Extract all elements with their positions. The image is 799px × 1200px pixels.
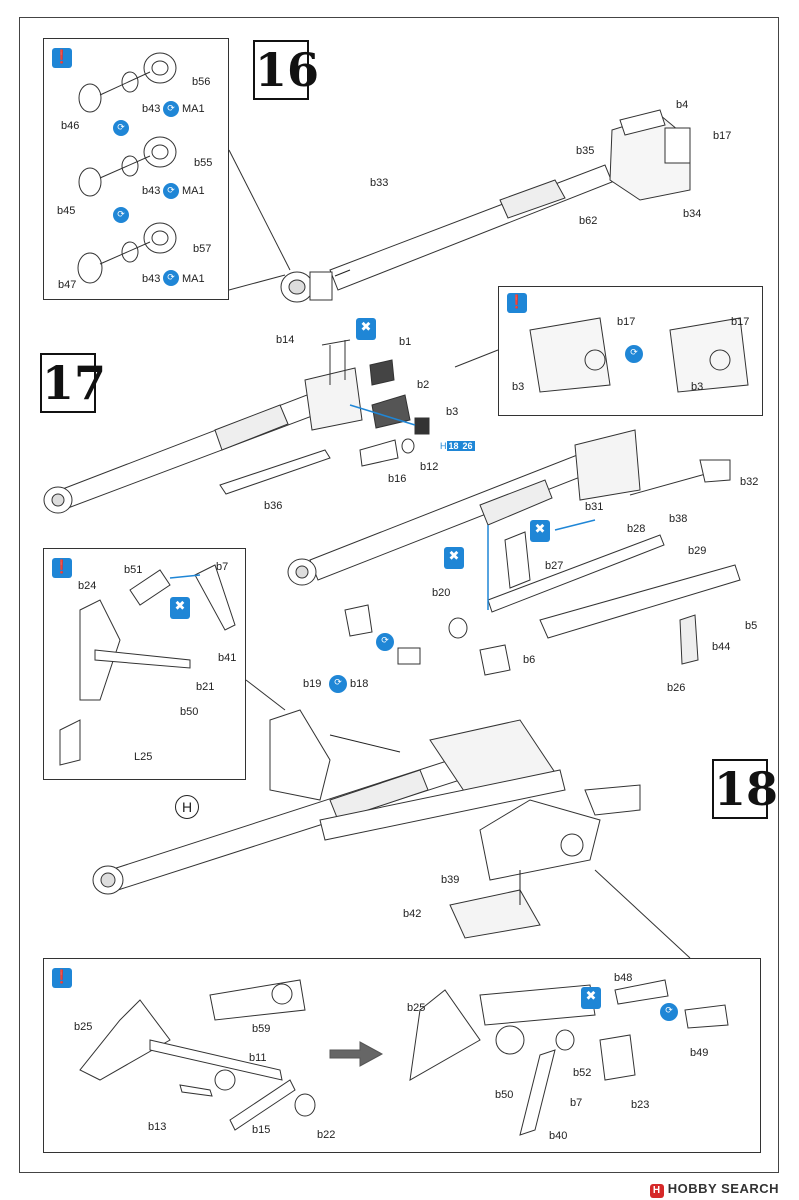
part-label-b2: b2 [417, 379, 430, 391]
part-label-b47: b47 [58, 279, 77, 291]
rotate-icon: ⟳ [113, 120, 129, 136]
watermark-text: HOBBY SEARCH [667, 1181, 779, 1196]
part-label-b21: b21 [196, 681, 215, 693]
page-border [19, 17, 779, 1173]
part-label-b3: b3 [512, 381, 525, 393]
rotate-icon: ⟳ [113, 207, 129, 223]
no-cement-icon: ✖ [581, 987, 601, 1009]
part-label-b14: b14 [276, 334, 295, 346]
part-label-b11: b11 [249, 1052, 267, 1064]
rotate-icon: ⟳ [329, 675, 347, 693]
part-label-b57: b57 [193, 243, 212, 255]
part-label-b3: b3 [446, 406, 459, 418]
part-label-b17: b17 [713, 130, 732, 142]
no-cement-icon: ✖ [530, 520, 550, 542]
rotate-icon: ⟳ [163, 101, 179, 117]
part-label-b32: b32 [740, 476, 759, 488]
part-label-b46: b46 [61, 120, 80, 132]
watermark-logo: H [649, 1184, 664, 1198]
part-label-b7: b7 [216, 561, 229, 573]
part-label-ma1: MA1 [182, 103, 205, 115]
rotate-icon: ⟳ [163, 183, 179, 199]
part-label-b49: b49 [690, 1047, 709, 1059]
part-label-b45: b45 [57, 205, 76, 217]
part-label-b12: b12 [420, 461, 439, 473]
h-mark-circle: H [175, 795, 199, 819]
part-label-b3: b3 [691, 381, 704, 393]
part-label-b28: b28 [627, 523, 646, 535]
part-label-b43: b43 [142, 273, 161, 285]
part-label-b33: b33 [370, 177, 389, 189]
rotate-icon: ⟳ [660, 1003, 678, 1021]
part-label-b19: b19 [303, 678, 322, 690]
cement-icon: ❗ [52, 48, 72, 68]
part-label-b27: b27 [545, 560, 564, 572]
part-label-b52: b52 [573, 1067, 592, 1079]
part-label-b50: b50 [495, 1089, 514, 1101]
part-label-b6: b6 [523, 654, 536, 666]
rotate-icon: ⟳ [376, 633, 394, 651]
part-label-b48: b48 [614, 972, 633, 984]
part-label-b55: b55 [194, 157, 213, 169]
part-label-b15: b15 [252, 1124, 271, 1136]
part-label-b23: b23 [631, 1099, 650, 1111]
no-cement-icon: ✖ [170, 597, 190, 619]
detail-panel-step16 [43, 38, 229, 300]
part-label-ma1: MA1 [182, 273, 205, 285]
ref-18: 18 [446, 441, 461, 451]
part-label-b50: b50 [180, 706, 199, 718]
part-label-b34: b34 [683, 208, 702, 220]
part-label-b62: b62 [579, 215, 598, 227]
part-label-b13: b13 [148, 1121, 167, 1133]
view-rotate-icon: ⟳ [625, 345, 643, 363]
part-label-b17: b17 [731, 316, 750, 328]
part-label-b42: b42 [403, 908, 422, 920]
part-label-b43: b43 [142, 185, 161, 197]
part-label-b36: b36 [264, 500, 283, 512]
part-label-b7: b7 [570, 1097, 583, 1109]
part-label-b35: b35 [576, 145, 595, 157]
part-label-b20: b20 [432, 587, 451, 599]
part-label-b40: b40 [549, 1130, 568, 1142]
part-label-b18: b18 [350, 678, 369, 690]
part-label-b29: b29 [688, 545, 707, 557]
part-label-b17: b17 [617, 316, 636, 328]
part-label-b26: b26 [667, 682, 686, 694]
step-number-18: 18 [712, 759, 778, 819]
cement-icon: ❗ [52, 968, 72, 988]
step-number-16: 16 [253, 40, 319, 100]
part-label-l25: L25 [134, 751, 153, 763]
part-label-b1: b1 [399, 336, 412, 348]
cement-icon: ❗ [507, 293, 527, 313]
part-label-ma1: MA1 [182, 185, 205, 197]
part-label-b41: b41 [218, 652, 237, 664]
part-label-b25: b25 [407, 1002, 426, 1014]
part-label-b24: b24 [78, 580, 97, 592]
part-label-b38: b38 [669, 513, 688, 525]
part-label-b56: b56 [192, 76, 211, 88]
ref-h: H [440, 441, 447, 451]
part-label-b4: b4 [676, 99, 689, 111]
part-label-b5: b5 [745, 620, 758, 632]
part-label-b44: b44 [712, 641, 731, 653]
part-label-b31: b31 [585, 501, 604, 513]
part-label-b25: b25 [74, 1021, 93, 1033]
part-label-b51: b51 [124, 564, 143, 576]
cement-icon: ❗ [52, 558, 72, 578]
no-cement-icon: ✖ [444, 547, 464, 569]
part-label-b22: b22 [317, 1129, 336, 1141]
ref-26: 26 [460, 441, 475, 451]
no-cement-icon: ✖ [356, 318, 376, 340]
part-label-b16: b16 [388, 473, 407, 485]
rotate-icon: ⟳ [163, 270, 179, 286]
part-label-b59: b59 [252, 1023, 271, 1035]
part-label-b43: b43 [142, 103, 161, 115]
part-label-b39: b39 [441, 874, 460, 886]
step-number-17: 17 [40, 353, 106, 413]
